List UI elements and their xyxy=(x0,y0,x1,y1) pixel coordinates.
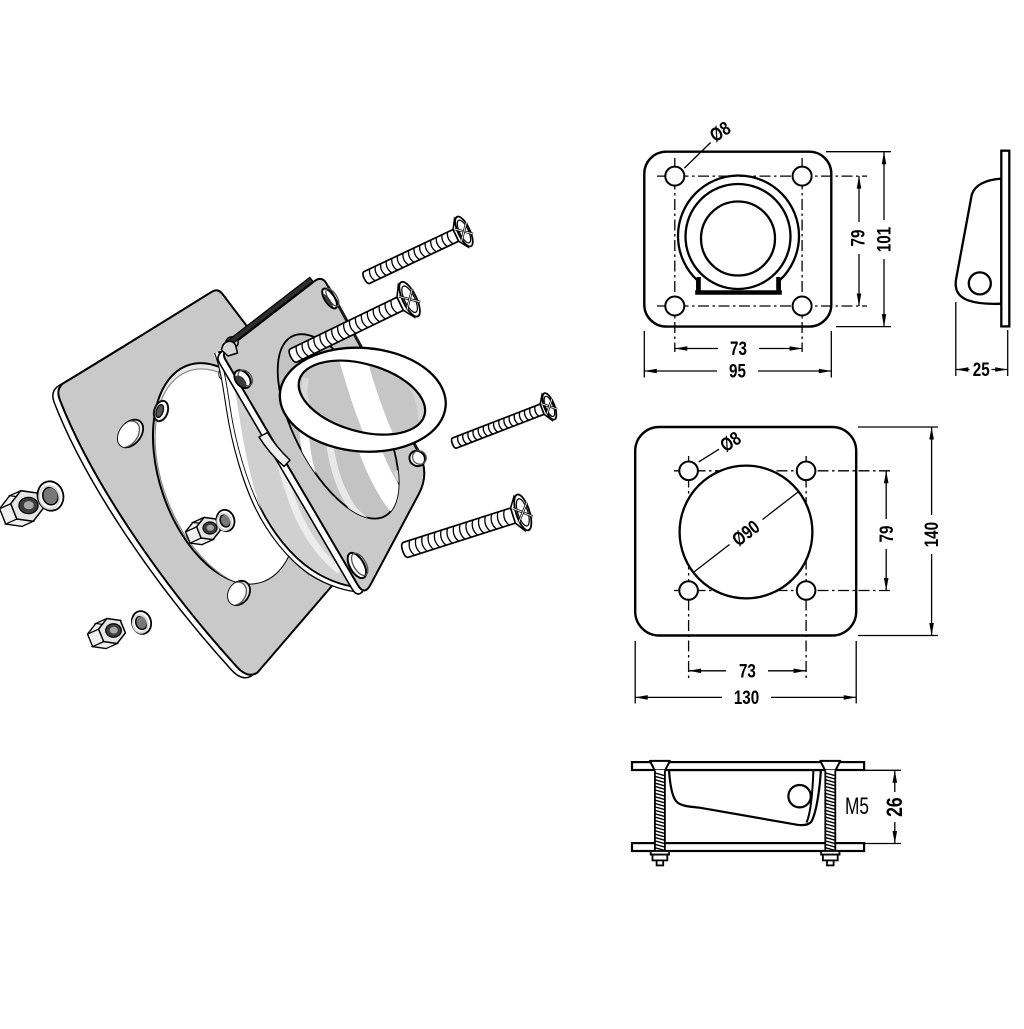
svg-text:73: 73 xyxy=(739,660,756,682)
svg-text:25: 25 xyxy=(973,358,990,380)
svg-text:95: 95 xyxy=(729,360,746,382)
svg-text:101: 101 xyxy=(873,226,895,252)
svg-text:140: 140 xyxy=(920,522,942,547)
svg-text:130: 130 xyxy=(734,686,759,708)
svg-text:79: 79 xyxy=(875,526,897,543)
svg-text:26: 26 xyxy=(883,797,907,817)
svg-text:M5: M5 xyxy=(845,793,869,819)
svg-text:79: 79 xyxy=(847,230,869,247)
svg-text:73: 73 xyxy=(730,337,747,359)
